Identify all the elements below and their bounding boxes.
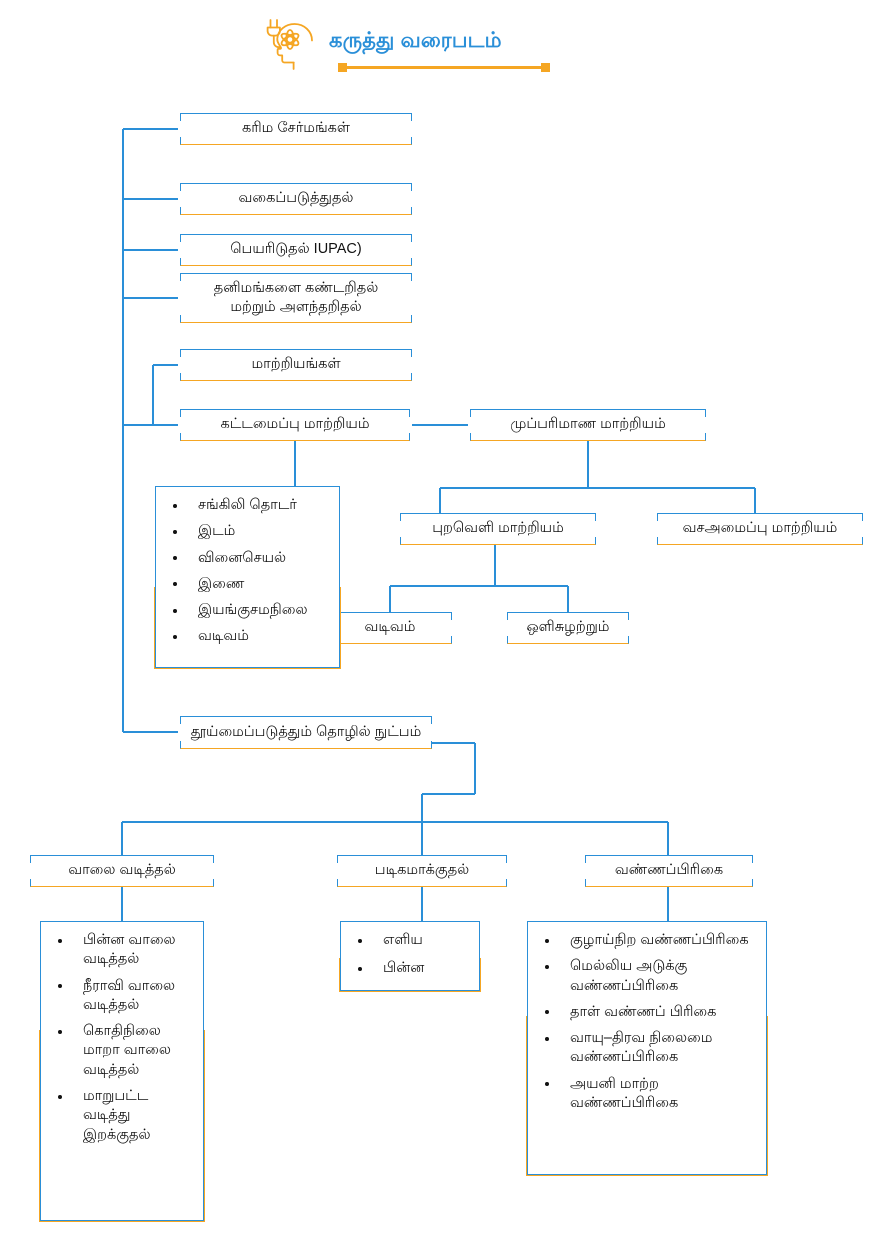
- list-item-label: எளிய: [383, 932, 423, 948]
- bullet-icon: [58, 984, 62, 989]
- node-label: வண்ணப்பிரிகை: [614, 862, 724, 879]
- bullet-icon: [58, 1094, 62, 1099]
- list-item-label: மாறுபட்ட வடித்து இறக்குதல்: [83, 1087, 151, 1143]
- list-structural-isomer-types[interactable]: சங்கிலி தொடர் இடம் வினைசெயல் இணை இயங்குச…: [154, 486, 341, 669]
- node-label: பெயரிடுதல் IUPAC): [230, 241, 362, 258]
- node-organic-compounds[interactable]: கரிம சேர்மங்கள்: [178, 113, 414, 145]
- list-crystallisation-types[interactable]: எளிய பின்ன: [339, 921, 481, 992]
- list-item-label: பின்ன வாலை வடித்தல்: [83, 932, 176, 968]
- node-optical-activity[interactable]: ஒளிசுழற்றும்: [505, 612, 631, 644]
- list-item[interactable]: குழாய்நிற வண்ணப்பிரிகை: [536, 931, 756, 950]
- list-item[interactable]: பின்ன வாலை வடித்தல்: [49, 931, 193, 970]
- bullet-icon: [545, 1010, 549, 1015]
- header-underline-cap-left: [338, 63, 347, 72]
- list-item-label: நீராவி வாலை வடித்தல்: [83, 977, 176, 1013]
- list-item-label: மெல்லிய அடுக்கு வண்ணப்பிரிகை: [570, 958, 688, 994]
- list-item-label: அயனி மாற்ற வண்ணப்பிரிகை: [570, 1075, 679, 1111]
- list-item[interactable]: மாறுபட்ட வடித்து இறக்குதல்: [49, 1087, 193, 1145]
- node-label: தூய்மைப்படுத்தும் தொழில் நுட்பம்: [190, 723, 422, 740]
- list-item[interactable]: தாள் வண்ணப் பிரிகை: [536, 1003, 756, 1022]
- list-item[interactable]: வினைசெயல்: [164, 549, 329, 568]
- list-item-label: இயங்குசமநிலை: [198, 602, 308, 619]
- list-item[interactable]: பின்ன: [349, 959, 469, 978]
- list-item[interactable]: இடம்: [164, 522, 329, 541]
- list-item[interactable]: அயனி மாற்ற வண்ணப்பிரிகை: [536, 1075, 756, 1114]
- node-geometric-isomerism[interactable]: புறவெளி மாற்றியம்: [398, 513, 598, 545]
- page-title: கருத்து வரைபடம்: [329, 28, 502, 52]
- list-items: சங்கிலி தொடர் இடம் வினைசெயல் இணை இயங்குச…: [164, 496, 329, 647]
- bullet-icon: [545, 964, 549, 969]
- node-nomenclature[interactable]: பெயரிடுதல் IUPAC): [178, 234, 414, 266]
- node-label: கட்டமைப்பு மாற்றியம்: [220, 416, 370, 433]
- list-item[interactable]: கொதிநிலை மாறா வாலை வடித்தல்: [49, 1022, 193, 1080]
- bullet-icon: [173, 634, 177, 639]
- list-item-label: பின்ன: [383, 960, 425, 977]
- node-label: கரிம சேர்மங்கள்: [241, 120, 351, 137]
- header-inner: கருத்து வரைபடம்: [265, 14, 502, 70]
- bullet-icon: [545, 1082, 549, 1087]
- bullet-icon: [545, 1036, 549, 1041]
- list-item-label: வாயு–திரவ நிலைமை வண்ணப்பிரிகை: [570, 1030, 713, 1066]
- list-item-label: குழாய்நிற வண்ணப்பிரிகை: [570, 932, 749, 948]
- bullet-icon: [358, 938, 362, 943]
- node-label: வசஅமைப்பு மாற்றியம்: [682, 520, 838, 537]
- list-item[interactable]: இணை: [164, 575, 329, 594]
- node-label: ஒளிசுழற்றும்: [526, 619, 610, 636]
- node-isomers[interactable]: மாற்றியங்கள்: [178, 349, 414, 381]
- node-label-line1: தனிமங்களை கண்டறிதல்: [213, 280, 379, 297]
- bullet-icon: [173, 529, 177, 534]
- bullet-icon: [173, 556, 177, 561]
- header-underline-bar: [344, 66, 544, 69]
- header-underline: [338, 63, 550, 72]
- node-label: வடிவம்: [364, 619, 416, 636]
- list-items: எளிய பின்ன: [349, 931, 469, 979]
- list-items: பின்ன வாலை வடித்தல் நீராவி வாலை வடித்தல்…: [49, 931, 193, 1145]
- node-conformational-isomerism[interactable]: வசஅமைப்பு மாற்றியம்: [655, 513, 865, 545]
- list-item-label: கொதிநிலை மாறா வாலை வடித்தல்: [83, 1023, 171, 1078]
- node-element-detection[interactable]: தனிமங்களை கண்டறிதல் மற்றும் அளந்தறிதல்: [178, 273, 414, 323]
- list-chromatography-types[interactable]: குழாய்நிற வண்ணப்பிரிகை மெல்லிய அடுக்கு வ…: [526, 921, 768, 1176]
- header-underline-cap-right: [541, 63, 550, 72]
- bullet-icon: [58, 938, 62, 943]
- bullet-icon: [545, 938, 549, 943]
- node-distillation[interactable]: வாலை வடித்தல்: [28, 855, 216, 887]
- page-header: கருத்து வரைபடம்: [0, 0, 884, 86]
- list-item[interactable]: வாயு–திரவ நிலைமை வண்ணப்பிரிகை: [536, 1029, 756, 1068]
- node-purification-techniques[interactable]: தூய்மைப்படுத்தும் தொழில் நுட்பம்: [178, 716, 434, 749]
- node-label: மாற்றியங்கள்: [251, 356, 341, 373]
- node-label: வாலை வடித்தல்: [68, 862, 176, 879]
- node-three-dimensional-isomerism[interactable]: முப்பரிமாண மாற்றியம்: [468, 409, 708, 441]
- bullet-icon: [173, 608, 177, 613]
- list-item[interactable]: நீராவி வாலை வடித்தல்: [49, 977, 193, 1016]
- node-structural-isomerism[interactable]: கட்டமைப்பு மாற்றியம்: [178, 409, 412, 441]
- bullet-icon: [358, 966, 362, 971]
- node-classification[interactable]: வகைப்படுத்துதல்: [178, 183, 414, 215]
- head-with-plug-and-atom-icon: [266, 19, 313, 70]
- list-item-label: தாள் வண்ணப் பிரிகை: [570, 1003, 717, 1020]
- list-item[interactable]: சங்கிலி தொடர்: [164, 496, 329, 515]
- list-item[interactable]: இயங்குசமநிலை: [164, 601, 329, 620]
- list-item-label: இணை: [198, 575, 245, 592]
- node-crystallisation[interactable]: படிகமாக்குதல்: [335, 855, 509, 887]
- node-chromatography[interactable]: வண்ணப்பிரிகை: [583, 855, 755, 887]
- node-label: முப்பரிமாண மாற்றியம்: [510, 416, 666, 433]
- list-item[interactable]: வடிவம்: [164, 627, 329, 646]
- node-shape[interactable]: வடிவம்: [326, 612, 454, 644]
- list-item[interactable]: எளிய: [349, 931, 469, 950]
- bullet-icon: [173, 503, 177, 508]
- node-label: வகைப்படுத்துதல்: [238, 190, 354, 207]
- node-label: புறவெளி மாற்றியம்: [432, 520, 564, 537]
- list-item-label: இடம்: [198, 523, 236, 540]
- list-item-label: வடிவம்: [198, 628, 249, 645]
- bullet-icon: [58, 1029, 62, 1034]
- list-item-label: வினைசெயல்: [198, 549, 287, 566]
- node-label: படிகமாக்குதல்: [374, 862, 470, 879]
- list-items: குழாய்நிற வண்ணப்பிரிகை மெல்லிய அடுக்கு வ…: [536, 931, 756, 1113]
- list-distillation-types[interactable]: பின்ன வாலை வடித்தல் நீராவி வாலை வடித்தல்…: [39, 921, 205, 1222]
- list-item[interactable]: மெல்லிய அடுக்கு வண்ணப்பிரிகை: [536, 957, 756, 996]
- list-item-label: சங்கிலி தொடர்: [198, 497, 297, 513]
- bullet-icon: [173, 582, 177, 587]
- node-label-line2: மற்றும் அளந்தறிதல்: [230, 299, 362, 315]
